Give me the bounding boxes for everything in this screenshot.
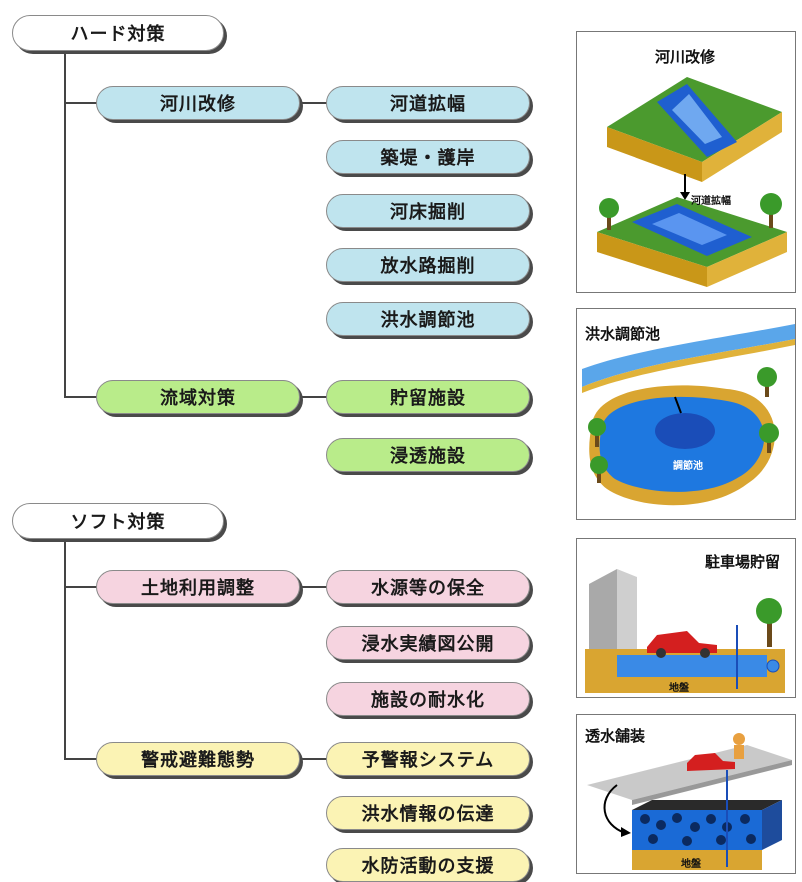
pond-panel-title: 洪水調節池 [585,325,661,343]
flood-pond-panel: 洪水調節池 調節池 [576,308,796,520]
soft-measures-header: ソフト対策 [12,503,224,539]
parking-ground-label: 地盤 [669,683,689,694]
land-use-adjustment-node: 土地利用調整 [96,570,300,604]
soft-trunk-line [64,533,66,759]
warning-system-node: 予警報システム [326,742,530,776]
hard-branch-2 [64,396,98,398]
riverbed-excavation-node: 河床掘削 [326,194,530,228]
permeable-paving-panel: 透水舗装 地盤 [576,714,796,874]
soft-branch-1 [64,586,98,588]
infiltration-facility-node: 浸透施設 [326,438,530,472]
floodway-excavation-node: 放水路掘削 [326,248,530,282]
parking-storage-panel: 駐車場貯留 地盤 [576,538,796,698]
levee-revetment-node: 築堤・護岸 [326,140,530,174]
landuse-connector [298,586,328,588]
basin-connector [298,396,328,398]
river-improvement-node: 河川改修 [96,86,300,120]
warning-connector [298,758,328,760]
river-panel-title: 河川改修 [655,48,716,66]
paving-panel-title: 透水舗装 [585,727,646,745]
pond-inner-label: 調節池 [673,461,703,472]
warning-evacuation-node: 警戒避難態勢 [96,742,300,776]
soft-branch-2 [64,758,98,760]
basin-measures-node: 流域対策 [96,380,300,414]
hard-trunk-line [64,44,66,397]
river-connector [298,102,328,104]
flood-pond-illustration [582,324,795,506]
parking-storage-illustration [585,569,785,693]
parking-panel-title: 駐車場貯留 [705,553,781,571]
permeable-paving-illustration [587,733,792,870]
flood-fighting-support-node: 水防活動の支援 [326,848,530,882]
flood-record-map-node: 浸水実績図公開 [326,626,530,660]
hard-branch-1 [64,102,98,104]
water-source-conservation-node: 水源等の保全 [326,570,530,604]
river-widening-label: 河道拡幅 [691,196,731,207]
flood-control-pond-node: 洪水調節池 [326,302,530,336]
channel-widening-node: 河道拡幅 [326,86,530,120]
river-widening-illustration [597,77,787,287]
storage-facility-node: 貯留施設 [326,380,530,414]
paving-ground-label: 地盤 [681,859,701,870]
flood-info-transmission-node: 洪水情報の伝達 [326,796,530,830]
river-improvement-panel: 河川改修 河道拡幅 [576,31,796,293]
waterproofing-facilities-node: 施設の耐水化 [326,682,530,716]
hard-measures-header: ハード対策 [12,15,224,51]
